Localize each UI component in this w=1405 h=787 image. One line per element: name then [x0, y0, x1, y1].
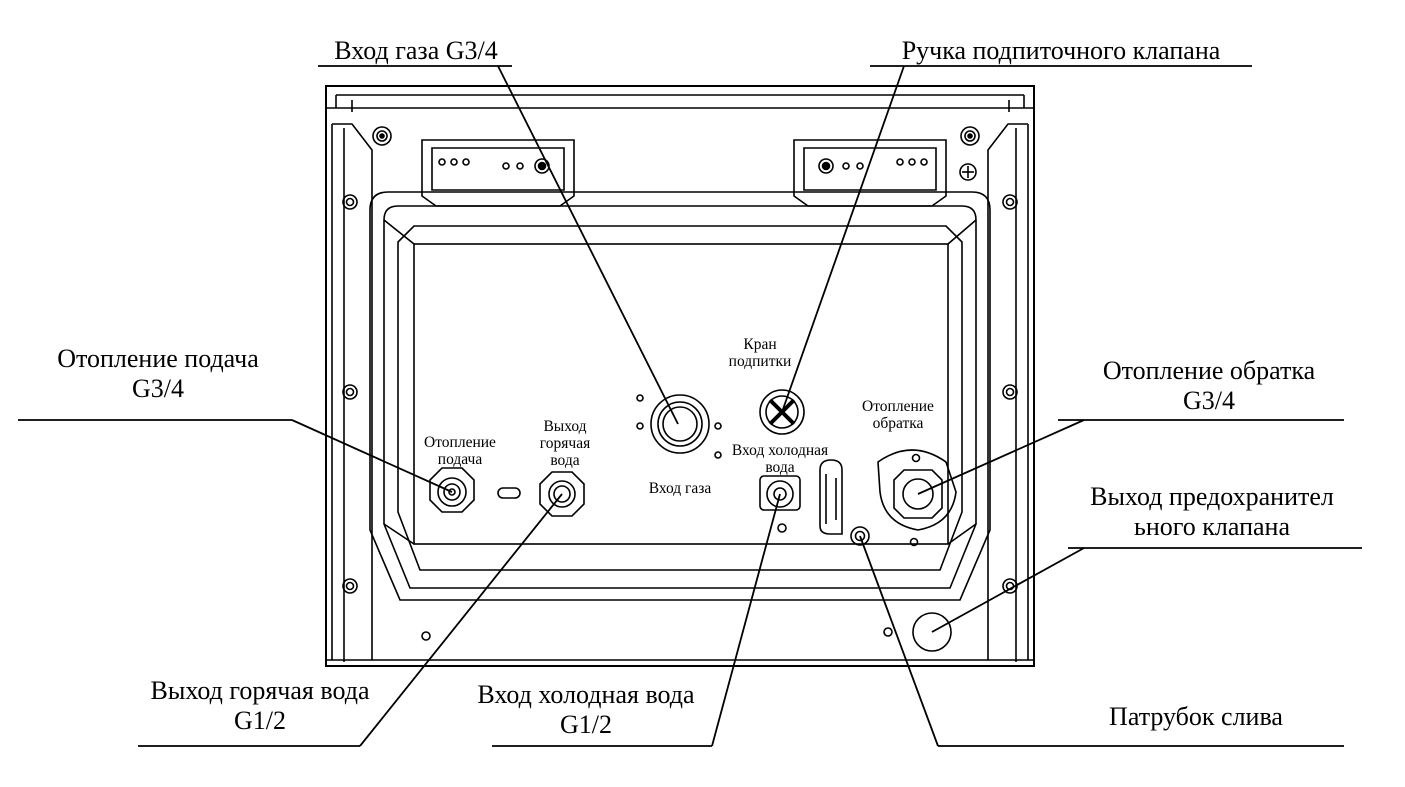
callout-heating-return-line2: G3/4: [1183, 386, 1235, 415]
callout-makeup-valve-handle: Ручка подпиточного клапана: [901, 36, 1221, 65]
callout-hot-water-outlet: Выход горячая вода G1/2: [126, 676, 394, 736]
label-heating-supply-line1: Отопление: [424, 434, 496, 451]
cold-water-fitting: [759, 475, 801, 533]
label-hot-water: Выход горячая вода: [520, 418, 610, 469]
callout-safety-valve-line2: ьного клапана: [1134, 512, 1290, 541]
label-cold-water: Вход холодная вода: [722, 442, 838, 476]
callout-heating-supply: Отопление подача G3/4: [36, 344, 280, 404]
callout-cold-water-line2: G1/2: [560, 710, 612, 739]
callout-heating-supply-line2: G3/4: [132, 374, 184, 403]
label-heating-supply: Отопление подача: [402, 434, 518, 468]
safety-valve-bracket: [819, 459, 870, 546]
mounting-screws: [342, 126, 1018, 641]
callout-heating-supply-line1: Отопление подача: [57, 344, 259, 373]
leader-lines: [18, 65, 1362, 747]
callout-safety-valve-outlet: Выход предохранител ьного клапана: [1064, 482, 1360, 542]
top-bracket-right: [793, 139, 977, 207]
callout-heating-return: Отопление обратка G3/4: [1078, 356, 1340, 416]
label-makeup-tap-line1: Кран: [743, 336, 777, 353]
gas-inlet-fitting: [636, 394, 722, 459]
label-cold-water-line1: Вход холодная: [731, 442, 829, 459]
label-heating-supply-line2: подача: [437, 451, 483, 468]
callout-safety-valve-line1: Выход предохранител: [1090, 482, 1334, 511]
callout-drain-pipe: Патрубок слива: [1109, 702, 1283, 731]
heating-return-fitting: [877, 449, 957, 547]
label-hot-water-line2: горячая: [539, 435, 591, 452]
callout-hot-water-line1: Выход горячая вода: [150, 676, 370, 705]
drain-pipe: [912, 612, 952, 652]
label-makeup-tap: Кран подпитки: [700, 336, 820, 370]
label-gas-inlet: Вход газа: [648, 480, 712, 497]
callout-cold-water-inlet: Вход холодная вода G1/2: [452, 680, 720, 740]
label-hot-water-line1: Выход: [543, 418, 587, 435]
slot: [497, 487, 521, 499]
top-bracket-left: [421, 139, 575, 207]
callout-gas-inlet: Вход газа G3/4: [334, 36, 498, 65]
heating-supply-fitting: [429, 467, 475, 513]
callout-hot-water-line2: G1/2: [234, 706, 286, 735]
hot-water-fitting: [539, 471, 585, 517]
label-heating-return: Отопление обратка: [840, 398, 956, 432]
label-heating-return-line1: Отопление: [862, 398, 934, 415]
label-makeup-tap-line2: подпитки: [728, 353, 792, 370]
label-cold-water-line2: вода: [765, 459, 795, 476]
label-heating-return-line2: обратка: [872, 415, 924, 432]
callout-heating-return-line1: Отопление обратка: [1102, 356, 1316, 385]
recessed-panel: [369, 191, 991, 601]
callout-cold-water-line1: Вход холодная вода: [477, 680, 695, 709]
label-hot-water-line3: вода: [550, 452, 580, 469]
